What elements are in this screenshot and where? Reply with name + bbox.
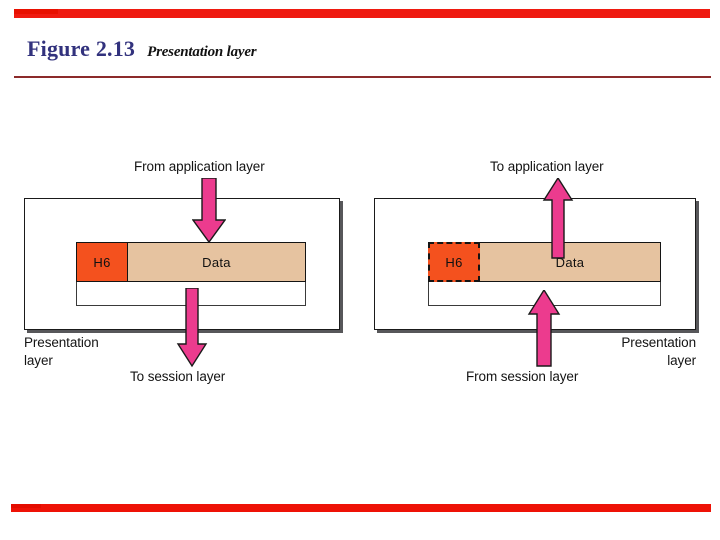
data-segment: Data — [128, 242, 306, 282]
sending-side-panel: From application layer H6 Data Presentat… — [6, 150, 358, 390]
figure-caption: Presentation layer — [147, 44, 257, 60]
bottom-red-rule — [11, 504, 711, 512]
from-session-layer-arrow-up — [527, 290, 561, 368]
presentation-layer-label: Presentation layer — [576, 334, 696, 370]
presentation-layer-label: Presentation layer — [24, 334, 144, 370]
presentation-layer-label-line2: layer — [24, 353, 53, 368]
from-session-layer-label: From session layer — [466, 369, 579, 384]
to-application-layer-label: To application layer — [490, 159, 604, 174]
header-segment-h6: H6 — [428, 242, 480, 282]
header-segment-h6: H6 — [76, 242, 128, 282]
top-red-rule-accent — [14, 9, 58, 14]
top-red-rule — [14, 9, 710, 18]
to-session-layer-label: To session layer — [130, 369, 226, 384]
to-application-layer-arrow-up — [542, 178, 574, 260]
figure-number: Figure 2.13 — [27, 36, 136, 61]
page-title: Figure 2.13 Presentation layer — [27, 36, 257, 66]
presentation-layer-label-line1: Presentation — [24, 335, 99, 350]
presentation-layer-label-line2: layer — [667, 353, 696, 368]
to-session-layer-arrow-down — [176, 288, 208, 368]
header-divider — [14, 76, 711, 78]
receiving-side-panel: To application layer H6 Data Presentatio… — [360, 150, 712, 390]
pdu-row: H6 Data — [76, 242, 306, 282]
bottom-red-rule-accent — [11, 504, 41, 508]
data-segment: Data — [480, 242, 661, 282]
presentation-layer-label-line1: Presentation — [621, 335, 696, 350]
from-application-layer-arrow-down — [192, 178, 226, 244]
pdu-row: H6 Data — [428, 242, 661, 282]
from-application-layer-label: From application layer — [134, 159, 265, 174]
